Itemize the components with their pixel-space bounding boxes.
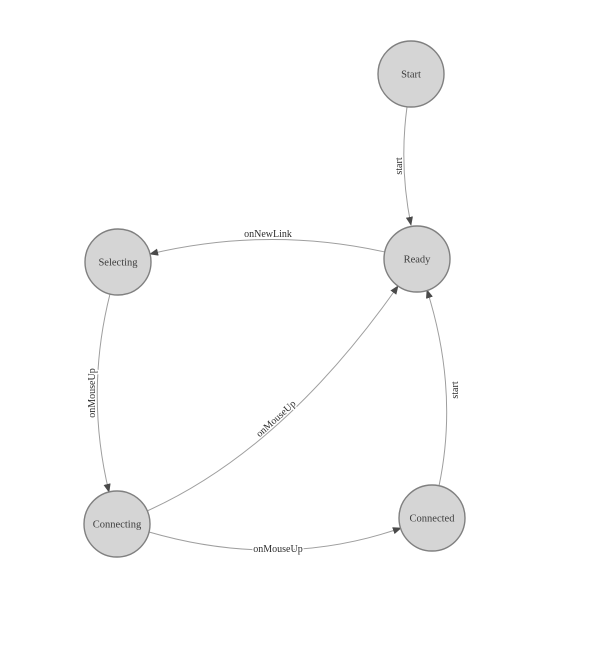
transition-selecting-to-connecting[interactable]: onMouseUp [86, 293, 111, 493]
state-label: Selecting [98, 258, 138, 269]
transition-ready-to-selecting[interactable]: onNewLink [149, 228, 386, 256]
transition-connecting-to-connected[interactable]: onMouseUp [148, 527, 402, 556]
state-node-connecting[interactable]: Connecting [83, 490, 151, 558]
state-circle[interactable] [83, 490, 151, 558]
transition-label: onNewLink [244, 229, 292, 240]
state-node-selecting[interactable]: Selecting [84, 228, 152, 296]
state-node-ready[interactable]: Ready [383, 225, 451, 293]
state-circle[interactable] [377, 40, 445, 108]
transition-line[interactable] [148, 527, 402, 551]
state-circle[interactable] [383, 225, 451, 293]
transition-line[interactable] [146, 285, 399, 512]
transition-label: onMouseUp [254, 399, 298, 440]
transition-line[interactable] [149, 239, 386, 256]
transition-line[interactable] [96, 293, 111, 493]
transition-start-to-ready[interactable]: start [393, 106, 413, 226]
state-label: Connected [410, 514, 456, 525]
transition-line[interactable] [426, 289, 448, 487]
transition-line[interactable] [403, 106, 413, 226]
transition-label: onMouseUp [87, 368, 98, 417]
transition-label: onMouseUp [253, 544, 302, 555]
transition-label: start [394, 157, 405, 174]
transition-connecting-to-ready[interactable]: onMouseUp [146, 285, 399, 512]
transition-connected-to-ready[interactable]: start [426, 289, 462, 487]
state-label: Ready [404, 255, 432, 266]
state-label: Connecting [93, 520, 142, 531]
state-circle[interactable] [84, 228, 152, 296]
state-circle[interactable] [398, 484, 466, 552]
transition-label: start [450, 381, 461, 398]
state-node-connected[interactable]: Connected [398, 484, 466, 552]
state-label: Start [401, 70, 421, 81]
state-node-start[interactable]: Start [377, 40, 445, 108]
